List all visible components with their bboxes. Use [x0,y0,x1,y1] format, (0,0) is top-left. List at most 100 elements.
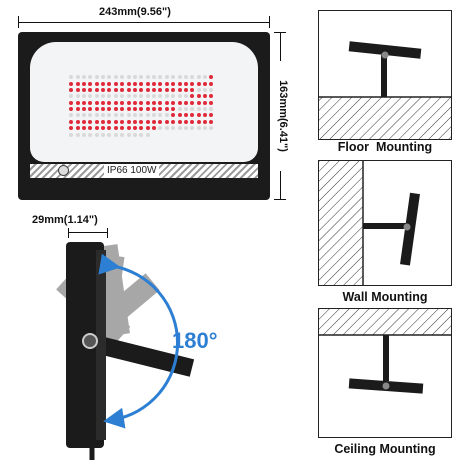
led-dot [152,107,157,112]
led-dot [209,119,214,124]
led-dot [203,119,208,124]
led-dot [139,81,144,86]
led-dot [113,81,118,86]
led-dot [158,107,163,112]
led-dot [139,113,144,118]
led-dot [69,87,74,92]
led-dot [203,107,208,112]
led-dot [132,119,137,124]
led-dot [196,100,201,105]
led-dot [203,94,208,99]
led-dot [107,100,112,105]
led-dot [171,119,176,124]
led-dot [75,119,80,124]
led-dot [101,87,106,92]
led-dot [132,126,137,131]
led-dot [152,126,157,131]
led-dot [145,119,150,124]
led-dot [120,87,125,92]
led-dot [88,113,93,118]
led-dot [190,113,195,118]
led-dot [81,81,86,86]
led-dot [183,75,188,80]
led-dot [183,113,188,118]
led-array [68,74,218,154]
led-dot [145,87,150,92]
led-dot [113,87,118,92]
led-dot [120,107,125,112]
led-dot [145,94,150,99]
led-dot [113,107,118,112]
led-dot [94,132,99,137]
led-dot [107,94,112,99]
led-dot [132,94,137,99]
led-dot [152,87,157,92]
wall-mounting-panel [318,160,452,286]
led-dot [101,81,106,86]
led-dot [164,81,169,86]
led-dot [126,81,131,86]
width-label: 243mm(9.56") [96,6,174,18]
light-panel [30,42,258,162]
led-dot [75,81,80,86]
led-dot [132,132,137,137]
led-dot [164,100,169,105]
led-dot [190,100,195,105]
led-dot [183,87,188,92]
led-dot [196,119,201,124]
led-dot [190,107,195,112]
led-dot [88,75,93,80]
led-dot [158,126,163,131]
led-dot [69,107,74,112]
led-dot [209,75,214,80]
led-dot [152,75,157,80]
led-dot [75,126,80,131]
led-dot [69,113,74,118]
led-dot [209,107,214,112]
led-dot [209,87,214,92]
led-dot [107,107,112,112]
led-dot [164,75,169,80]
led-dot [88,107,93,112]
led-dot [132,75,137,80]
led-dot [177,126,182,131]
led-dot [177,94,182,99]
wall-mounting-illustration [319,161,420,285]
led-dot [120,81,125,86]
led-dot [171,87,176,92]
led-dot [139,87,144,92]
led-dot [139,75,144,80]
led-dot [81,107,86,112]
led-dot [94,107,99,112]
led-dot [101,107,106,112]
brand-mark-icon [58,165,69,176]
led-dot [139,94,144,99]
led-dot [177,119,182,124]
led-dot [183,81,188,86]
led-dot [145,113,150,118]
led-dot [152,94,157,99]
ceiling-mounting-illustration [319,309,451,394]
floor-mounting-label: Floor Mounting [337,140,433,154]
led-dot [81,94,86,99]
led-dot [69,75,74,80]
depth-label: 29mm(1.14") [32,214,98,226]
led-dot [183,119,188,124]
led-dot [139,100,144,105]
led-dot [190,87,195,92]
led-dot [145,107,150,112]
led-dot [164,113,169,118]
led-dot [152,119,157,124]
led-dot [209,94,214,99]
led-dot [209,113,214,118]
front-view: 243mm(9.56") IP66 100W 163mm(6.41") [0,0,300,210]
led-dot [126,107,131,112]
led-dot [171,113,176,118]
led-dot [113,132,118,137]
led-dot [126,75,131,80]
led-dot [177,81,182,86]
led-dot [183,126,188,131]
led-dot [75,113,80,118]
led-dot [107,126,112,131]
led-dot [107,87,112,92]
